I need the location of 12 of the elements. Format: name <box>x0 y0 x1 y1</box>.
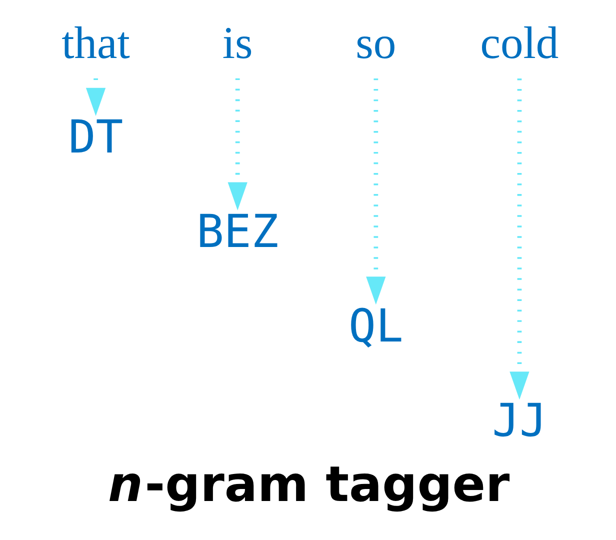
node-text: BEZ <box>196 204 278 258</box>
arrow <box>366 78 386 305</box>
arrow <box>227 78 247 210</box>
node-text: QL <box>348 299 403 352</box>
node-text: so <box>355 16 396 68</box>
node-text: is <box>222 16 252 68</box>
node-text: that <box>61 16 130 68</box>
node-text: cold <box>480 16 558 68</box>
node-text: DT <box>68 110 123 164</box>
node-text: JJ <box>492 394 546 447</box>
arrow <box>509 78 529 400</box>
caption: n-gram tagger <box>108 454 510 513</box>
